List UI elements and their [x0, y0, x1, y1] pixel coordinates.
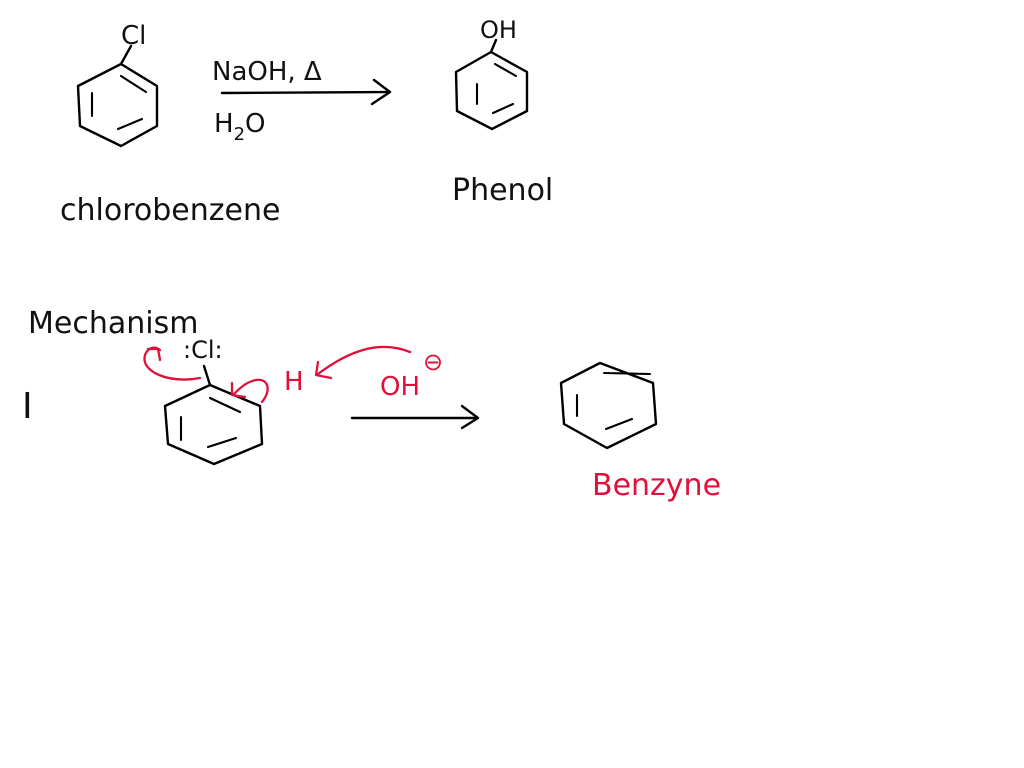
proton-label: H	[284, 367, 304, 397]
reagent-naoh-heat: NaOH, Δ	[212, 57, 322, 87]
step-numeral: I	[22, 386, 33, 427]
curved-arrow-ch-bond	[230, 378, 269, 404]
chlorobenzene-caption: chlorobenzene	[60, 193, 280, 228]
benzyne-caption: Benzyne	[592, 468, 721, 503]
curved-arrow-hydroxide-attack	[314, 345, 412, 380]
mechanism-arrow	[350, 404, 480, 430]
curved-arrow-cl-leaving	[143, 346, 202, 381]
phenol-structure	[454, 38, 529, 131]
phenol-caption: Phenol	[452, 173, 553, 208]
chlorobenzene-structure	[76, 44, 159, 148]
chlorine-lone-pairs-label: :Cl:	[183, 336, 223, 364]
hydroxyl-substituent-label: OH	[480, 16, 517, 44]
benzyne-structure	[559, 361, 658, 450]
reagent-water: H2O	[214, 109, 265, 145]
reaction-arrow	[220, 78, 392, 106]
hydroxide-label: OH	[380, 372, 420, 402]
mechanism-chlorobenzene-structure	[163, 364, 264, 466]
mechanism-heading: Mechanism	[28, 306, 198, 341]
chlorine-substituent-label: Cl	[121, 21, 146, 51]
negative-charge-icon: ⊖	[423, 348, 443, 376]
